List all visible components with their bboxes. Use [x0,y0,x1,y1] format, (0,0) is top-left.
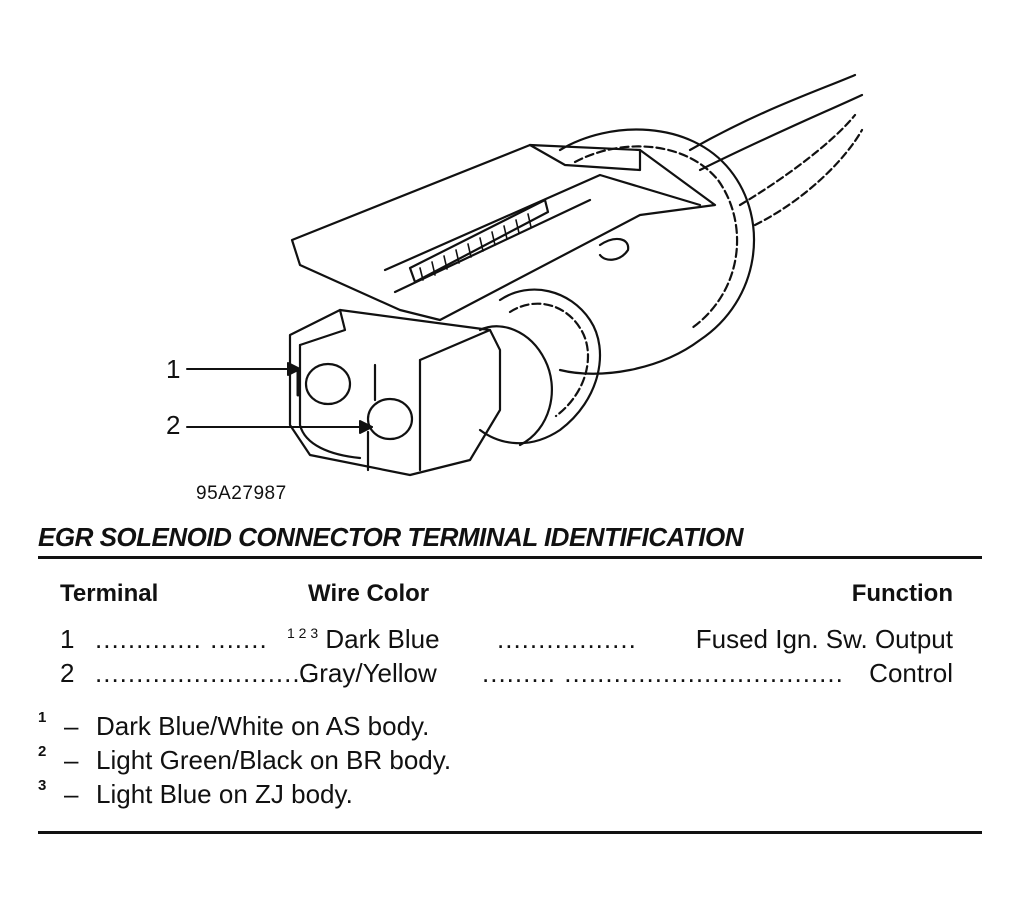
leader-dots: ......... ..............................… [482,658,844,688]
table-row: 1 ............. ....... 1 2 3 Dark Blue … [0,624,1019,658]
footnote-dash: – [64,779,79,809]
divider-bottom [38,831,982,834]
table-row: 2 ........................... Gray/Yello… [0,658,1019,692]
wire-color-text: Dark Blue [325,624,440,654]
connector-illustration [186,73,864,477]
wire-color: 1 2 3 Dark Blue [287,624,440,655]
wire-color: Gray/Yellow [299,658,437,688]
wire-harness [688,73,864,227]
header-wire-color: Wire Color [308,580,430,607]
leader-dots: ................. [497,624,637,654]
footnote-marker: 1 [38,709,47,726]
header-function: Function [851,580,953,607]
function: Control [869,658,953,688]
footnote-dash: – [64,745,79,775]
figure-id: 95A27987 [196,483,287,504]
leader-lines [186,362,373,434]
locking-latch [290,143,717,322]
footnote-refs: 1 2 3 [287,625,319,641]
footnote-dash: – [64,711,79,741]
terminal-number: 1 [60,624,75,654]
footnote-marker: 2 [38,743,47,760]
connector-face [288,308,502,477]
connector-boot [478,128,756,447]
page-title: EGR SOLENOID CONNECTOR TERMINAL IDENTIFI… [38,522,744,552]
header-terminal: Terminal [60,580,159,607]
terminal-number: 2 [60,658,75,688]
function: Fused Ign. Sw. Output [695,624,953,654]
footnote-marker: 3 [38,777,47,794]
footnote-text: Dark Blue/White on AS body. [96,711,430,741]
callout-label-1: 1 [166,354,181,384]
footnote-text: Light Green/Black on BR body. [96,745,452,775]
leader-dots: ........................... [95,658,318,688]
leader-dots: ............. ....... [95,624,268,654]
callout-label-2: 2 [166,410,181,440]
footnote-text: Light Blue on ZJ body. [96,779,353,809]
divider-top [38,556,982,559]
